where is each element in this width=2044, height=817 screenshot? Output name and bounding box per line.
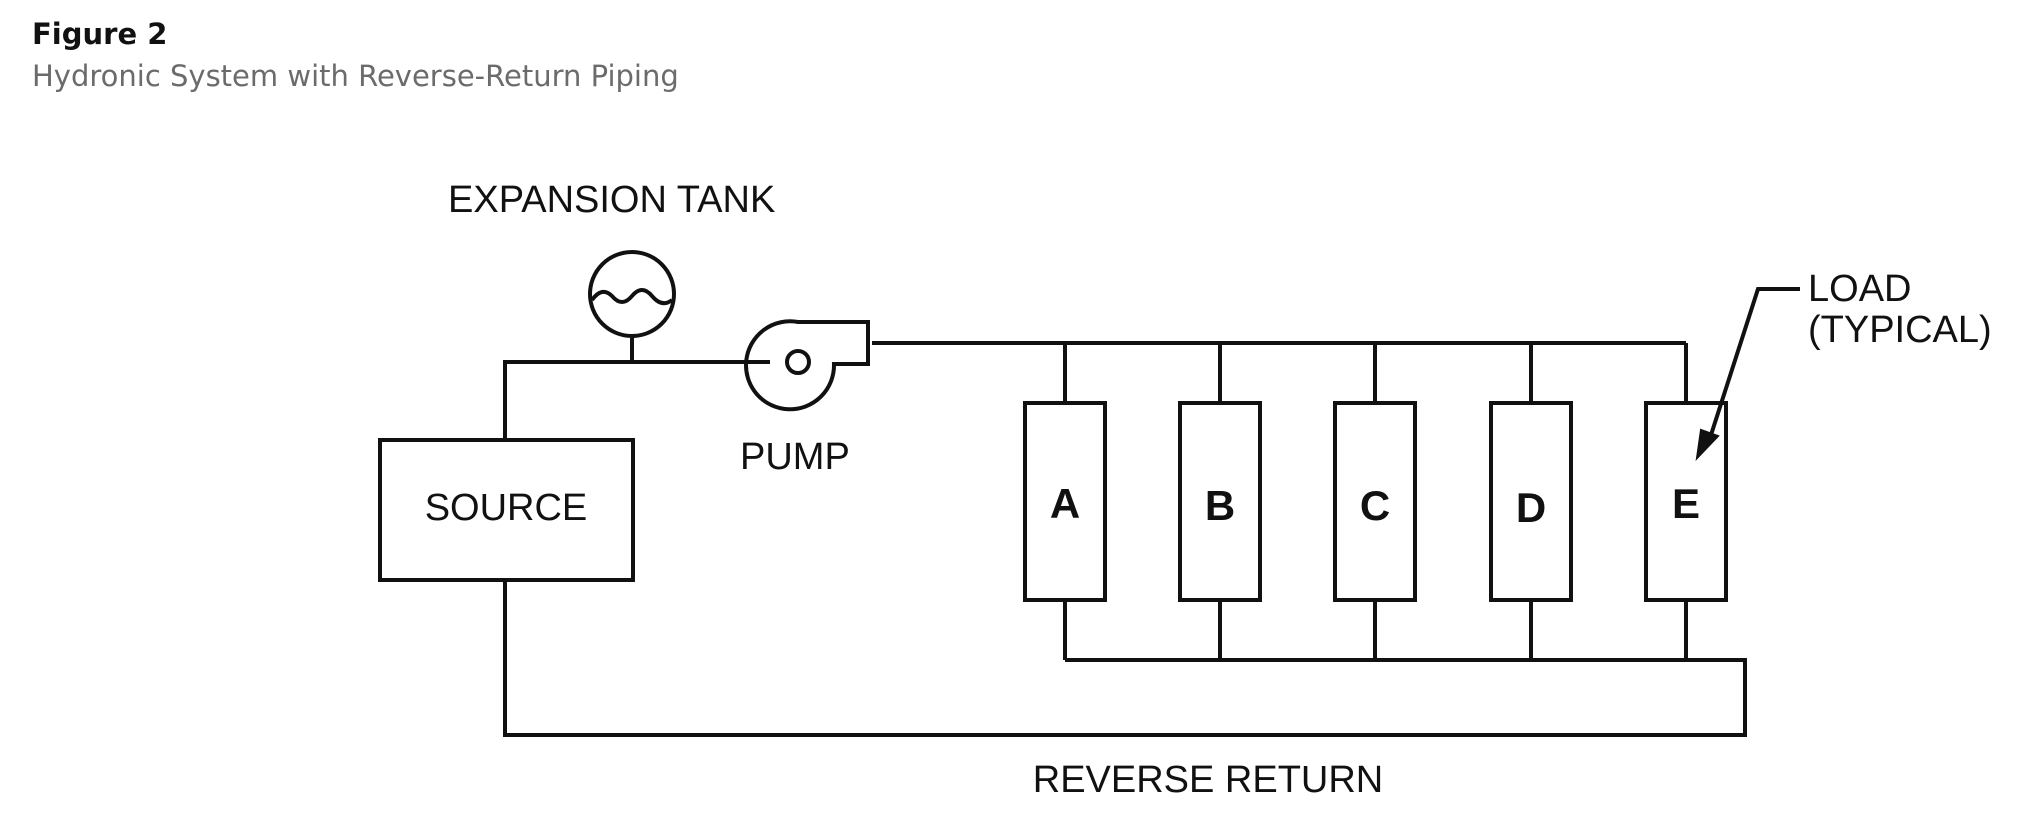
pump-icon bbox=[744, 319, 870, 412]
load-box-c bbox=[1333, 401, 1417, 602]
pump-label: PUMP bbox=[740, 436, 850, 478]
expansion-tank-label: EXPANSION TANK bbox=[448, 179, 775, 221]
load-branches bbox=[1063, 343, 1688, 660]
supply-pipe-source-to-pump bbox=[503, 360, 770, 440]
load-label-e: E bbox=[1672, 480, 1700, 527]
load-box-a bbox=[1023, 401, 1107, 602]
load-label-a: A bbox=[1050, 480, 1080, 527]
load-box-e bbox=[1644, 401, 1728, 602]
load-callout-arrow-icon bbox=[1695, 287, 1800, 461]
load-box-b bbox=[1178, 401, 1262, 602]
load-box-d bbox=[1489, 401, 1573, 602]
reverse-return-label: REVERSE RETURN bbox=[1033, 759, 1384, 801]
source-label: SOURCE bbox=[425, 487, 588, 529]
expansion-tank-icon bbox=[588, 250, 676, 338]
figure-title: Figure 2 bbox=[32, 17, 168, 51]
reverse-return-pipe bbox=[503, 580, 1747, 737]
source-box bbox=[378, 438, 635, 582]
figure-heading: Figure 2 Hydronic System with Reverse-Re… bbox=[32, 14, 679, 98]
load-label-c: C bbox=[1360, 482, 1390, 529]
load-callout-line1: LOAD bbox=[1808, 268, 1911, 310]
load-label-d: D bbox=[1516, 484, 1546, 531]
load-label-b: B bbox=[1205, 482, 1235, 529]
figure-subtitle: Hydronic System with Reverse-Return Pipi… bbox=[32, 59, 679, 93]
load-callout-line2: (TYPICAL) bbox=[1808, 309, 1992, 351]
